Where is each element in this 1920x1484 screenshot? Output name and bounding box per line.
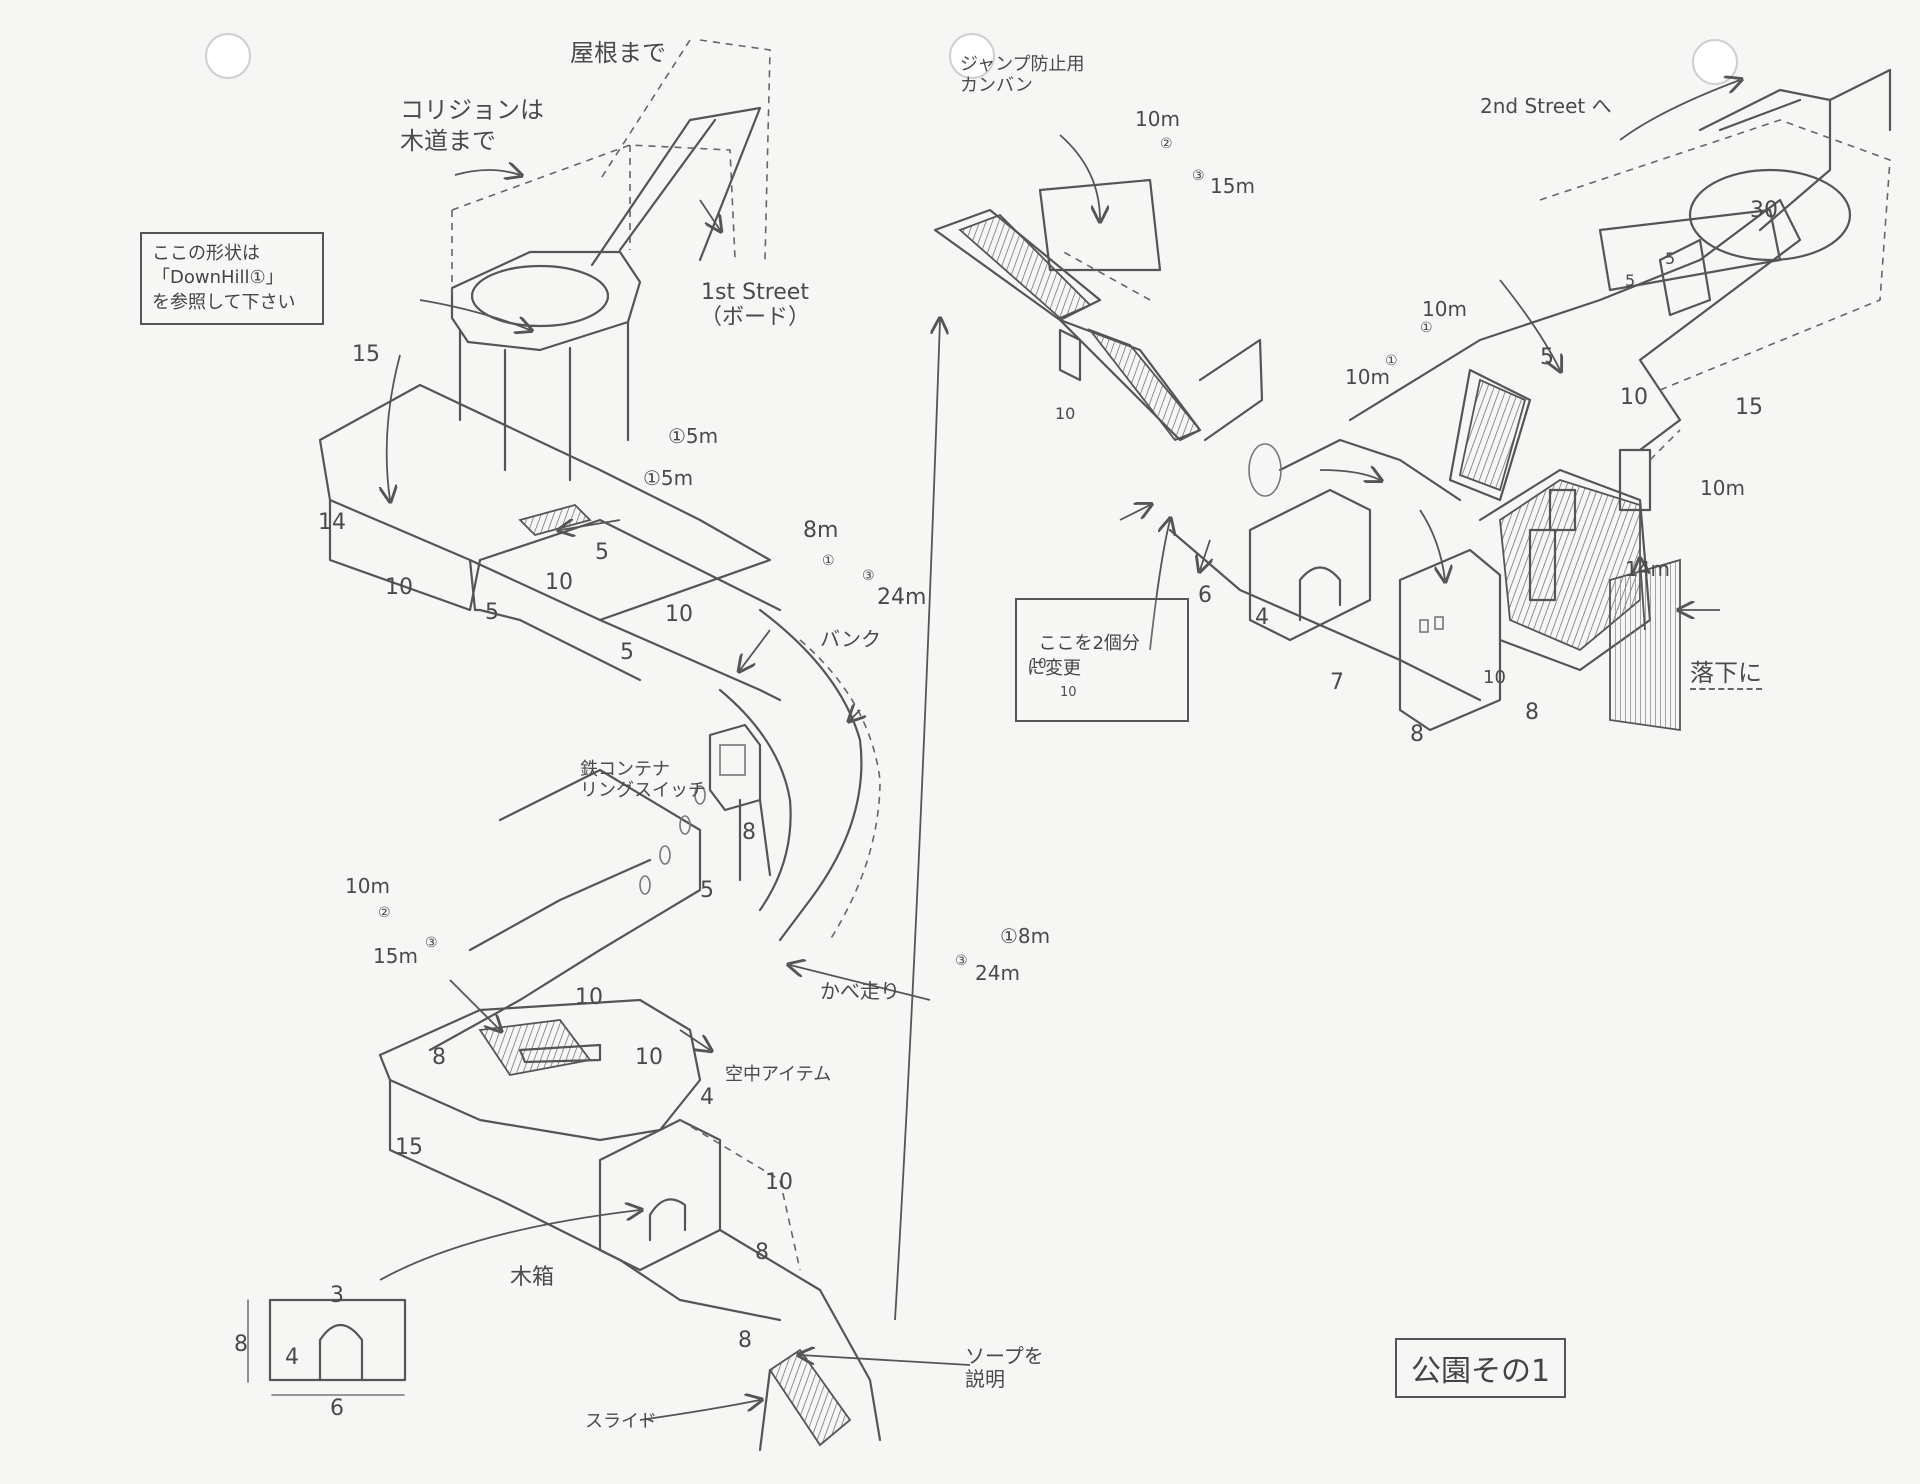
fall-label: 落下に [1690, 659, 1762, 690]
dim-right-6: 10m [1700, 476, 1745, 500]
left-course-sketch [318, 39, 971, 1452]
ramp-d-top: ①8m [1000, 924, 1051, 948]
inset-arch-height: 4 [285, 1345, 299, 1370]
slide-label: スライド [585, 1411, 657, 1432]
ramp-c-bottom: 15m [373, 944, 418, 968]
dim-left-6: 10 [665, 602, 693, 627]
change-box-dim-b: 10 [1060, 685, 1077, 700]
binder-hole-center [949, 33, 995, 79]
inset-height: 8 [234, 1332, 248, 1357]
dim-left-11: 10 [635, 1045, 663, 1070]
dim-right-7: 14m [1625, 557, 1670, 581]
dim-right-4: 10 [1620, 385, 1648, 410]
inset-arch-wall [247, 1298, 407, 1396]
dim-right-10: 7 [1330, 670, 1344, 695]
ramp-f-top: 10m [1422, 297, 1467, 321]
first-street-label: 1st Street （ボード） [700, 280, 811, 331]
ramp-a-top: ①5m [668, 424, 719, 448]
ramp-c-mark-bottom: ③ [425, 935, 438, 951]
jump-sign-label: ジャンプ防止用 カンバン [960, 54, 1085, 96]
wood-box-label: 木箱 [510, 1265, 555, 1290]
ramp-f-mark-top: ① [1420, 320, 1433, 336]
ramp-b-mark-top: ① [822, 553, 835, 569]
ramp-c-mark-top: ② [378, 905, 391, 921]
air-item-label: 空中アイテム [725, 1064, 832, 1085]
dim-right-5: 15 [1735, 395, 1763, 420]
wall-run-label: かべ走り [820, 979, 900, 1003]
collision-note: コリジョンは 木道まで [400, 96, 544, 156]
ramp-b-bottom: 24m [877, 585, 927, 610]
dim-right-12: 10 [1483, 667, 1506, 688]
bank-label: バンク [820, 627, 881, 651]
dim-left-17: 8 [738, 1328, 752, 1353]
ramp-f-bottom: 10m [1345, 365, 1390, 389]
ramp-a-bottom: ①5m [643, 466, 694, 490]
ramp-f-mark-bottom: ① [1385, 353, 1398, 369]
ramp-d-bottom: 24m [975, 961, 1020, 985]
dim-right-0: 30 [1750, 198, 1778, 223]
dim-right-11: 8 [1410, 722, 1424, 747]
binder-hole-left [205, 33, 251, 79]
dim-right-3: 5 [1540, 345, 1554, 370]
dim-right-1: 5 [1665, 249, 1676, 268]
dim-left-14: 4 [700, 1085, 714, 1110]
dim-left-4: 10 [545, 570, 573, 595]
ramp-b-top: 8m [803, 518, 839, 543]
dim-right-8: 6 [1198, 583, 1212, 608]
change-box-dim-a: 10 [1030, 657, 1047, 672]
dim-left-8: 8 [742, 820, 756, 845]
ramp-e-top: 10m [1135, 107, 1180, 131]
second-street-label: 2nd Street へ [1480, 94, 1612, 118]
dim-left-10: 10 [575, 985, 603, 1010]
right-course-sketch [933, 68, 1892, 732]
sheet-label-text: 公園その1 [1411, 1354, 1551, 1389]
reference-box: ここの形状は 「DownHill①」 を参照して下さい [140, 232, 324, 325]
change-box-text: ここを2個分 に変更 [1027, 633, 1140, 679]
ramp-e-mark-top: ② [1160, 136, 1173, 152]
dim-left-2: 10 [385, 575, 413, 600]
dim-left-15: 10 [765, 1170, 793, 1195]
dim-left-7: 5 [620, 640, 634, 665]
soap-explain-label: ソープを 説明 [965, 1344, 1044, 1391]
dim-left-13: 15 [395, 1135, 423, 1160]
dim-left-0: 15 [352, 342, 380, 367]
dim-right-9: 4 [1255, 605, 1269, 630]
triangle-mark: 10 [1055, 404, 1076, 423]
inset-width: 6 [330, 1396, 344, 1421]
dim-left-9: 5 [700, 878, 714, 903]
ramp-e-bottom: 15m [1210, 174, 1255, 198]
dim-left-12: 8 [432, 1045, 446, 1070]
container-switch-label: 鉄コンテナ リングスイッチ [580, 759, 706, 801]
dim-left-5: 5 [595, 540, 609, 565]
change-box: ここを2個分 に変更 [1015, 598, 1189, 722]
dim-left-16: 8 [755, 1240, 769, 1265]
ramp-c-top: 10m [345, 874, 390, 898]
sheet-label: 公園その1 [1395, 1338, 1567, 1398]
inset-opening: 3 [330, 1283, 344, 1308]
ramp-e-mark-bottom: ③ [1192, 168, 1205, 184]
ramp-d-mark-bottom: ③ [955, 953, 968, 969]
binder-hole-right [1692, 39, 1738, 85]
dim-right-2: 5 [1625, 271, 1636, 290]
dim-left-1: 14 [318, 510, 346, 535]
roof-note: 屋根まで [570, 39, 666, 67]
ramp-b-mark-bottom: ③ [862, 568, 875, 584]
dim-left-3: 5 [485, 600, 499, 625]
dim-right-13: 8 [1525, 700, 1539, 725]
